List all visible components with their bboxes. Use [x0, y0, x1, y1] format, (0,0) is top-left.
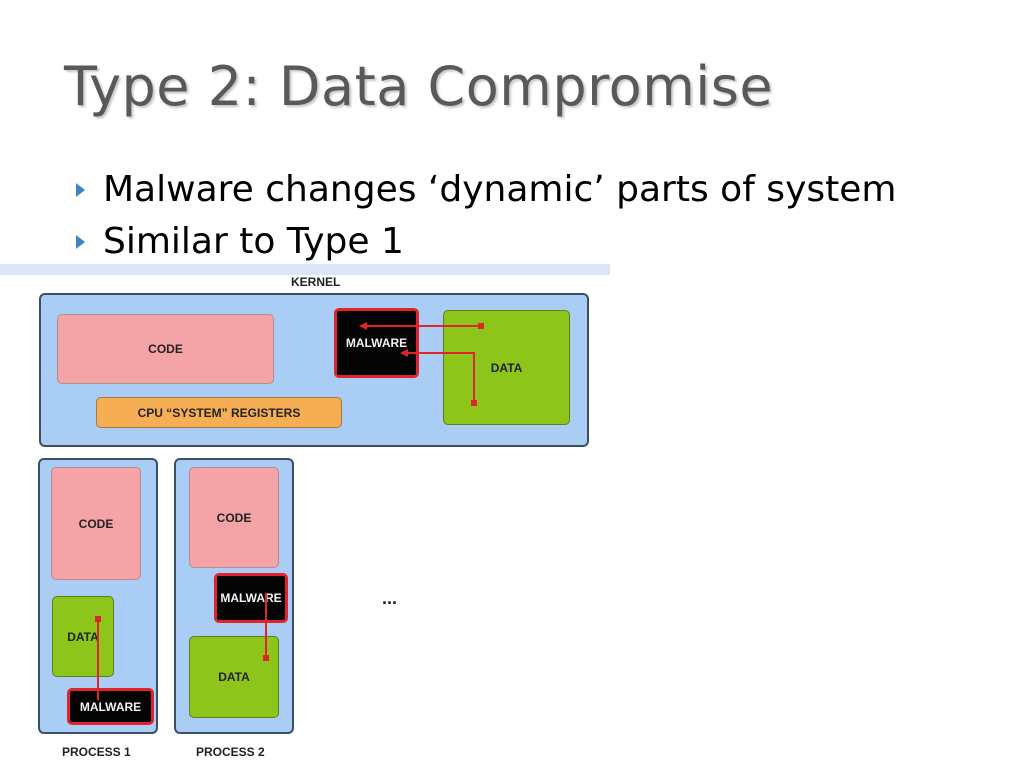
bullet-arrow-icon	[76, 183, 85, 197]
kernel-data-block: DATA	[443, 310, 570, 425]
process2-code-label: CODE	[216, 510, 252, 525]
cpu-registers-label: CPU “SYSTEM” REGISTERS	[137, 405, 301, 420]
process2-data-label: DATA	[218, 670, 250, 684]
process2-data-block: DATA	[189, 636, 279, 718]
kernel-code-label: CODE	[148, 342, 183, 356]
slide-title: Type 2: Data Compromise	[64, 55, 774, 118]
process1-malware-block: MALWARE	[67, 688, 154, 725]
kernel-code-block: CODE	[57, 314, 274, 384]
bullet-arrow-icon	[76, 235, 85, 249]
process1-arrow-tail	[95, 616, 101, 622]
kernel-arrow-lower-tail	[471, 400, 477, 406]
process2-malware-block: MALWARE	[214, 573, 288, 623]
bullet-text: Malware changes ‘dynamic’ parts of syste…	[103, 169, 897, 210]
decorative-stripe	[0, 264, 610, 275]
kernel-malware-block: MALWARE	[334, 308, 419, 378]
process2-label: PROCESS 2	[196, 745, 265, 759]
process1-code-label: CODE	[78, 516, 114, 531]
bullet-text: Similar to Type 1	[103, 221, 404, 262]
process1-data-block: DATA	[52, 596, 114, 677]
more-processes-ellipsis: ...	[382, 588, 398, 608]
kernel-arrow-upper-tail	[478, 323, 484, 329]
kernel-label: KERNEL	[291, 275, 341, 289]
process1-malware-label: MALWARE	[79, 699, 142, 714]
process2-code-block: CODE	[189, 467, 279, 568]
kernel-malware-label: MALWARE	[345, 336, 408, 350]
process1-data-label: DATA	[67, 629, 99, 644]
process1-label: PROCESS 1	[62, 745, 131, 759]
process1-code-block: CODE	[51, 467, 141, 580]
kernel-data-label: DATA	[490, 360, 523, 375]
process2-arrow-tail	[263, 655, 269, 661]
cpu-registers-block: CPU “SYSTEM” REGISTERS	[96, 397, 342, 428]
kernel-arrow-lower	[400, 349, 475, 403]
